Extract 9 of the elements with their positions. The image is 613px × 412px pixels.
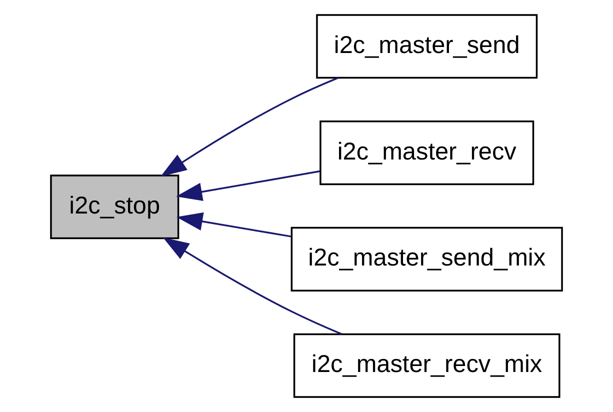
arrow — [162, 237, 342, 335]
node-box: i2c_stop — [50, 174, 180, 240]
node-box: i2c_master_recv_mix — [293, 333, 560, 398]
node-box: i2c_master_recv — [320, 120, 534, 186]
arrow — [160, 77, 338, 177]
node-box: i2c_master_send_mix — [290, 226, 563, 292]
arrow — [176, 170, 320, 201]
node-box: i2c_master_send — [316, 14, 538, 79]
arrow — [176, 212, 292, 238]
